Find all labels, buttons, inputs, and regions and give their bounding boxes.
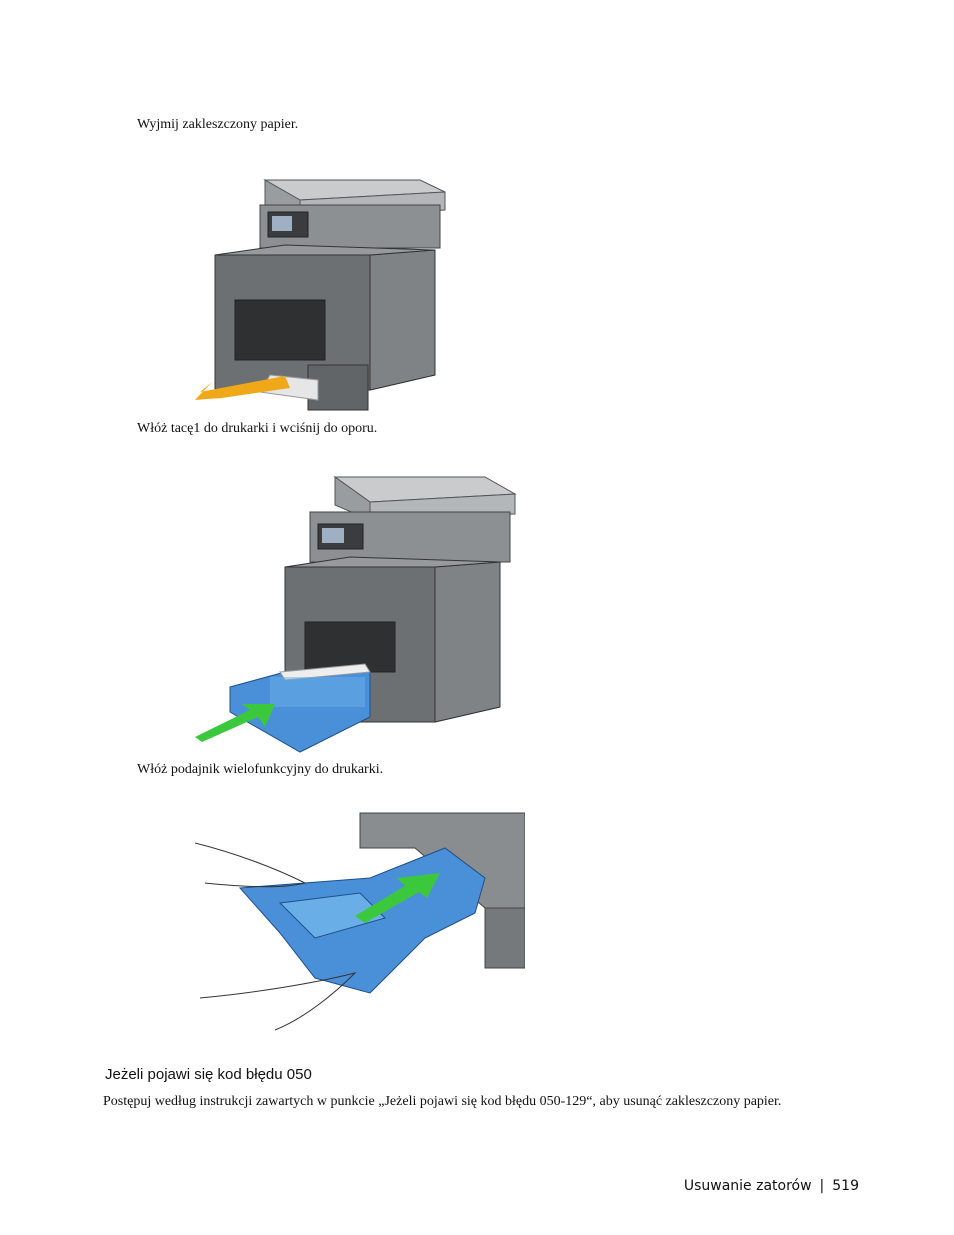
- insert-arrow-icon: [355, 873, 440, 923]
- step-1-text: Wyjmij zakleszczony papier.: [137, 117, 299, 132]
- page-number: 519: [832, 1178, 859, 1194]
- section-heading: Jeżeli pojawi się kod błędu 050: [105, 1066, 312, 1083]
- step-3-text: Włóż podajnik wielofunkcyjny do drukarki…: [137, 762, 384, 777]
- section-body: Postępuj według instrukcji zawartych w p…: [103, 1094, 782, 1109]
- footer-separator: |: [819, 1178, 825, 1194]
- page-footer: Usuwanie zatorów | 519: [684, 1178, 859, 1194]
- footer-section-title: Usuwanie zatorów: [683, 1178, 812, 1194]
- figure-insert-mpf: [195, 812, 525, 1031]
- insert-arrow-icon: [195, 704, 275, 742]
- step-2-text: Włóż tacę1 do drukarki i wciśnij do opor…: [137, 421, 378, 436]
- remove-arrow-icon: [195, 376, 290, 400]
- figure-remove-jammed-paper: [195, 179, 446, 411]
- figure-insert-tray1: [195, 476, 517, 753]
